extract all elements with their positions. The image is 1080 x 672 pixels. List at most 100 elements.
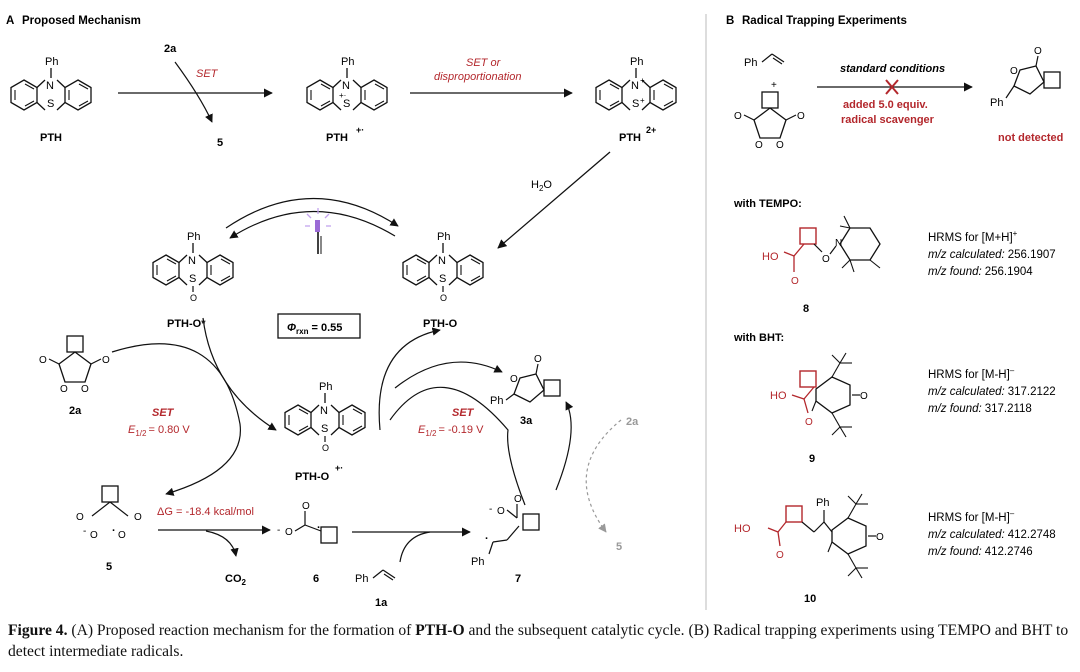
atom-s: S <box>321 423 328 435</box>
atom-o: O <box>81 384 89 395</box>
label-2a-left: 2a <box>69 405 82 417</box>
label-pth: PTH <box>40 132 62 144</box>
atom-n: N <box>320 405 328 417</box>
figure-4-graphic: A Proposed Mechanism N S Ph PTH 2a SET 5… <box>6 14 1063 610</box>
quantum-yield-box: Φrxn= 0.55 <box>277 313 361 339</box>
not-detected: not detected <box>998 132 1063 144</box>
molecule-pth-o-star: N S O Ph PTH-O* <box>153 231 233 330</box>
atom-o: O <box>90 530 98 541</box>
label-set-right: SET <box>452 407 475 419</box>
label-pth-o: PTH-O <box>423 318 458 330</box>
atom-o: O <box>822 254 830 265</box>
atom-o: O <box>776 140 784 151</box>
radical-dot: · <box>317 522 321 534</box>
charge-minus: - <box>277 525 280 536</box>
plus-sign: + <box>771 80 777 91</box>
atom-o: O <box>118 530 126 541</box>
light-bulb-icon <box>305 208 331 254</box>
ph-label: Ph <box>471 556 484 568</box>
atom-n: N <box>835 238 842 249</box>
hrms-10-title: HRMS for [M-H]– <box>928 509 1015 524</box>
atom-o: O <box>302 501 310 512</box>
ph-label: Ph <box>630 56 643 68</box>
molecule-pth-dication: N + S + Ph PTH 2+ <box>596 56 676 144</box>
arrow-set-1: 2a SET 5 <box>118 43 273 149</box>
atom-o: O <box>285 527 293 538</box>
atom-o: O <box>510 374 518 385</box>
label-set-1: SET <box>196 68 219 80</box>
radical-dot: · <box>112 525 116 537</box>
atom-s: S <box>439 273 446 285</box>
atom-o: O <box>1010 66 1018 77</box>
ph-label: Ph <box>45 56 58 68</box>
panel-b-letter: B <box>726 15 734 27</box>
molecule-10: HO O Ph O 10 <box>734 493 884 605</box>
label-disproportionation: disproportionation <box>434 71 521 83</box>
hrms-10-calc: m/z calculated:412.2748 <box>928 529 1056 541</box>
atom-o: O <box>76 512 84 523</box>
label-set-left: SET <box>152 407 175 419</box>
atom-n: N <box>631 80 639 92</box>
arrow-set-disp: SET or disproportionation <box>410 57 573 98</box>
atom-o: O <box>876 532 884 543</box>
atom-o: O <box>805 417 813 428</box>
molecule-7: O O - · Ph 7 <box>471 494 540 585</box>
panel-b-title: B Radical Trapping Experiments <box>726 15 907 27</box>
molecule-2a-b: O O O O <box>734 91 805 151</box>
atom-o: O <box>534 354 542 365</box>
label-5-bottom: 5 <box>106 561 112 573</box>
ho-label: HO <box>734 523 751 535</box>
atom-o: O <box>1034 46 1042 57</box>
charge-minus: - <box>489 504 492 515</box>
radical-mark: +· <box>339 91 346 100</box>
label-pth-o-radical: PTH-O <box>295 471 330 483</box>
atom-o: O <box>440 293 447 303</box>
molecule-3a-b: O O Ph <box>990 46 1061 109</box>
atom-o: O <box>514 494 522 505</box>
caption-text-1: (A) Proposed reaction mechanism for the … <box>67 622 416 639</box>
label-7: 7 <box>515 573 521 585</box>
caption-figure-label: Figure 4. <box>8 622 68 639</box>
atom-n: N <box>46 80 54 92</box>
label-2a-gray: 2a <box>626 416 639 428</box>
arrow-blocked: standard conditions added 5.0 equiv. rad… <box>817 63 973 126</box>
ho-label: HO <box>762 251 779 263</box>
cycle-arcs <box>111 317 622 533</box>
reagent-2a: 2a <box>164 43 177 55</box>
atom-s: S <box>343 98 350 110</box>
atom-s: S <box>47 98 54 110</box>
ph-label: Ph <box>816 497 829 509</box>
hrms-10: HRMS for [M-H]– m/z calculated:412.2748 … <box>928 509 1056 558</box>
atom-o: O <box>734 111 742 122</box>
caption-text-2: and the subsequent catalytic cycle. (B) … <box>8 622 1069 660</box>
molecule-5: O O O O - · 5 <box>76 485 142 573</box>
with-tempo-label: with TEMPO: <box>733 198 802 210</box>
added-equiv: added 5.0 equiv. <box>843 99 928 111</box>
atom-o: O <box>791 276 799 287</box>
label-6: 6 <box>313 573 319 585</box>
radical-scavenger: radical scavenger <box>841 114 935 126</box>
arrow-water: H2O <box>497 151 611 249</box>
caption-bold-pth-o: PTH-O <box>415 622 465 639</box>
ph-label: Ph <box>319 381 332 393</box>
hrms-9-calc: m/z calculated:317.2122 <box>928 386 1056 398</box>
label-water: H2O <box>531 179 552 193</box>
hrms-10-found: m/z found:412.2746 <box>928 546 1033 558</box>
atom-o: O <box>860 391 868 402</box>
atom-o: O <box>322 443 329 453</box>
charge-minus: - <box>83 526 86 537</box>
atom-s: S <box>632 98 639 110</box>
ph-label: Ph <box>490 395 503 407</box>
atom-s: S <box>189 273 196 285</box>
figure-caption: Figure 4. (A) Proposed reaction mechanis… <box>8 620 1072 662</box>
molecule-styrene-b: Ph <box>744 53 785 69</box>
with-bht-label: with BHT: <box>733 332 784 344</box>
arrow-decarboxylation: ΔG = -18.4 kcal/mol CO2 <box>157 506 271 587</box>
panel-b-heading: Radical Trapping Experiments <box>742 15 907 27</box>
hrms-8: HRMS for [M+H]+ m/z calculated:256.1907 … <box>928 229 1056 278</box>
atom-o: O <box>102 355 110 366</box>
atom-o: O <box>755 140 763 151</box>
label-delta-g: ΔG = -18.4 kcal/mol <box>157 506 254 518</box>
charge-plus: + <box>640 96 645 105</box>
ph-label: Ph <box>355 573 368 585</box>
